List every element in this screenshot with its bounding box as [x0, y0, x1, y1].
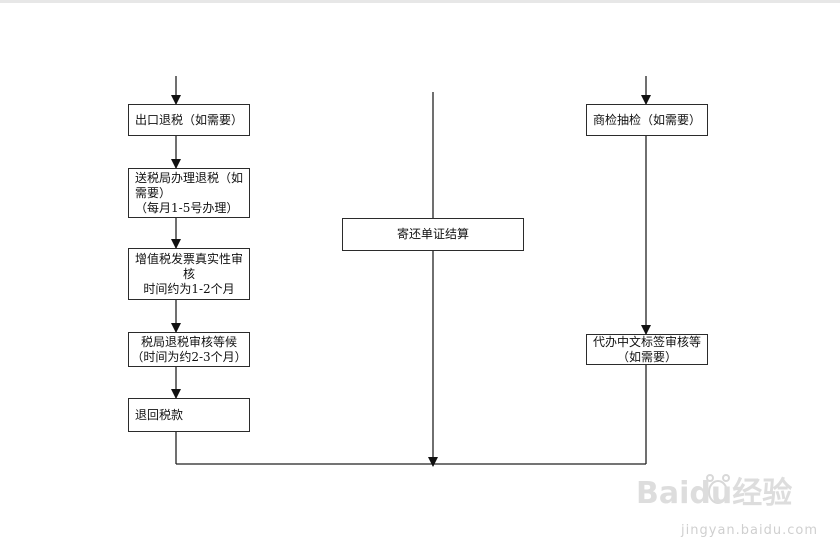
box-vat-verify-line2: 核	[182, 266, 195, 281]
box-vat-verify-line3: 时间约为1-2个月	[143, 281, 235, 296]
box-send-bureau-line3: （每月1-5号办理）	[135, 200, 239, 215]
box-send-bureau: 送税局办理退税（如 需要） （每月1-5号办理）	[128, 168, 250, 218]
box-send-bureau-line2: 需要）	[135, 185, 172, 200]
box-mail-docs: 寄还单证结算	[342, 218, 524, 251]
box-vat-verify: 增值税发票真实性审 核 时间约为1-2个月	[128, 248, 250, 300]
box-inspection: 商检抽检（如需要）	[586, 104, 708, 136]
top-border	[0, 0, 840, 3]
box-bureau-wait-line1: 税局退税审核等候	[140, 334, 237, 349]
box-chinese-label-line1: 代办中文标签审核等	[592, 334, 701, 349]
watermark-logo-text: Baidu经验	[636, 476, 792, 511]
box-export-tax: 出口退税（如需要）	[128, 104, 250, 136]
box-inspection-text: 商检抽检（如需要）	[592, 112, 701, 127]
baidu-jingyan-watermark: Baidu经验 jingyan.baidu.com	[626, 470, 826, 540]
box-bureau-wait: 税局退税审核等候 （时间为约2-3个月）	[128, 332, 250, 367]
box-bureau-wait-line2: （时间为约2-3个月）	[131, 349, 247, 364]
box-mail-docs-text: 寄还单证结算	[396, 227, 469, 241]
watermark-url: jingyan.baidu.com	[681, 523, 818, 538]
box-export-tax-text: 出口退税（如需要）	[135, 112, 244, 127]
box-vat-verify-line1: 增值税发票真实性审	[134, 251, 243, 266]
box-chinese-label: 代办中文标签审核等 （如需要）	[586, 334, 708, 365]
box-chinese-label-line2: （如需要）	[616, 349, 677, 364]
box-send-bureau-line1: 送税局办理退税（如	[135, 170, 244, 185]
box-refund-text: 退回税款	[135, 407, 184, 422]
box-refund: 退回税款	[128, 398, 250, 432]
baidu-logo: Baidu经验	[636, 474, 792, 511]
